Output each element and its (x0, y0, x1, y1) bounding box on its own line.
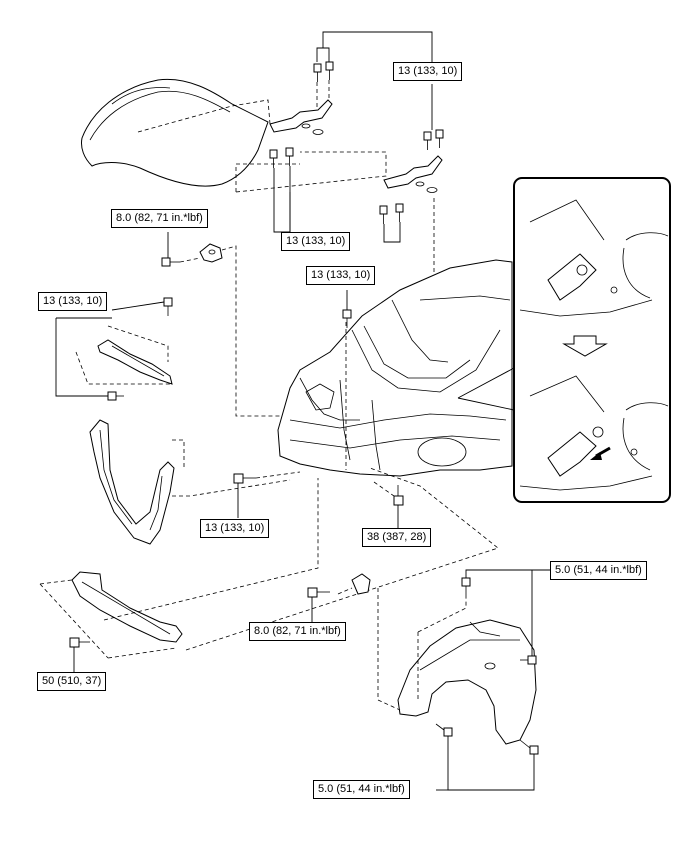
fender-bracket (351, 573, 371, 595)
torque-label-hood-hinge-upper: 13 (133, 10) (393, 62, 463, 81)
hood-panel (81, 78, 269, 187)
front-fender (397, 619, 537, 745)
arrow-left-icon (590, 452, 602, 460)
bumper-reinforcement (71, 571, 183, 643)
torque-label-hood-hinge-lower: 13 (133, 10) (281, 232, 351, 251)
arrow-down-icon (562, 335, 608, 357)
apron-bolt-icon (342, 309, 352, 328)
vehicle-body-frame (277, 259, 513, 477)
frame-bolt-icon (393, 485, 404, 506)
torque-label-fender-upper: 5.0 (51, 44 in.*lbf) (550, 561, 647, 580)
torque-label-fender-bracket: 8.0 (82, 71 in.*lbf) (249, 622, 346, 641)
hinge-bolt-icon (379, 129, 444, 224)
torque-label-support-side: 13 (133, 10) (200, 519, 270, 538)
radiator-support-side (89, 419, 175, 545)
support-side-bolt-icon (233, 473, 256, 484)
hood-hinge-right (383, 155, 443, 193)
torque-label-frame-bolt: 38 (387, 28) (362, 528, 432, 547)
torque-label-bumper-reinforcement: 50 (510, 37) (37, 672, 107, 691)
fender-bracket-bolt-icon (307, 587, 330, 598)
bumper-bolt-icon (69, 637, 90, 648)
torque-label-fender-lower: 5.0 (51, 44 in.*lbf) (313, 780, 410, 799)
hood-lock-bracket (199, 243, 223, 263)
torque-label-hood-lock-bracket: 8.0 (82, 71 in.*lbf) (111, 209, 208, 228)
hinge-bolt-icon (269, 61, 334, 168)
torque-label-support-upper: 13 (133, 10) (38, 292, 108, 311)
clip-detail-inset (513, 177, 671, 503)
radiator-support-upper (97, 339, 173, 385)
bracket-bolt-icon (161, 257, 180, 267)
torque-label-apron-center: 13 (133, 10) (306, 266, 376, 285)
hood-hinge-left (269, 99, 333, 135)
